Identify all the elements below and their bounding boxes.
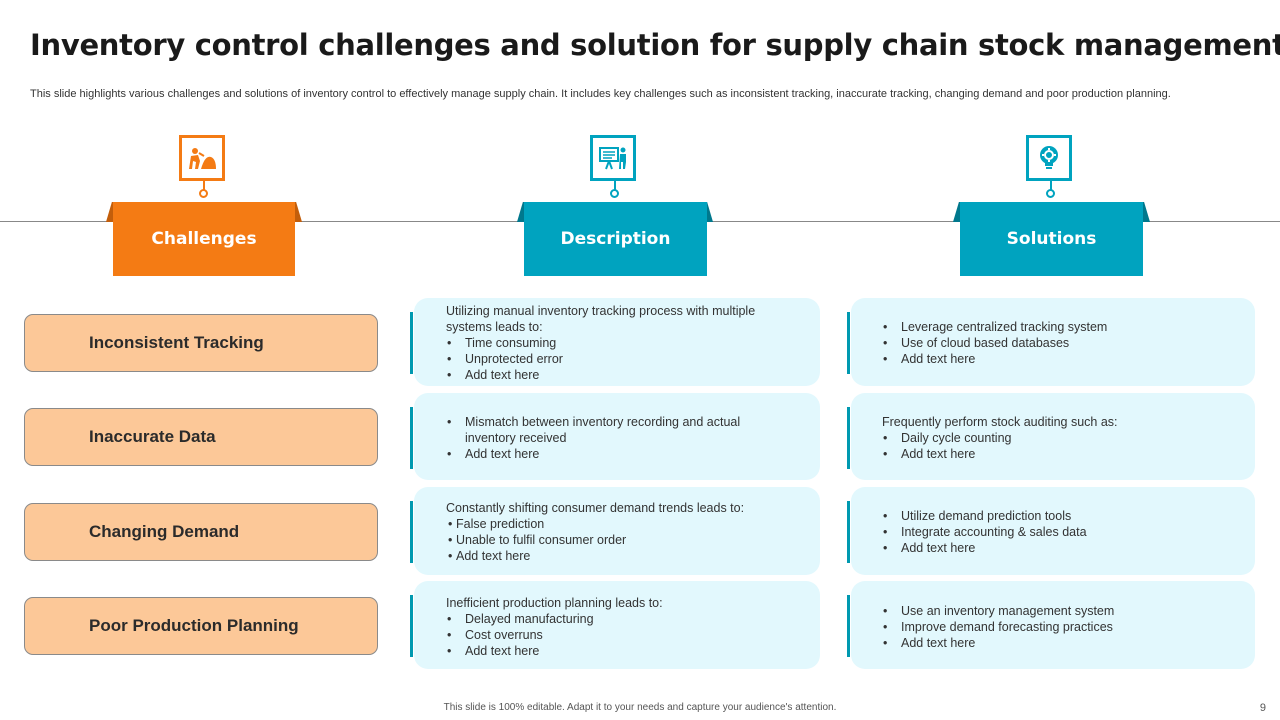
- bullet-item: Utilize demand prediction tools: [882, 508, 1237, 524]
- bullet-item: Add text here: [446, 367, 802, 383]
- solution-card: Leverage centralized tracking system Use…: [847, 298, 1255, 386]
- connector: [203, 181, 205, 195]
- bullet-item: Integrate accounting & sales data: [882, 524, 1237, 540]
- bullet-item: Add text here: [446, 548, 802, 564]
- description-header: Description: [524, 202, 707, 276]
- bullet-list: Mismatch between inventory recording and…: [446, 414, 776, 462]
- connector: [1050, 181, 1052, 195]
- accent-bar: [847, 501, 850, 563]
- description-card: Inefficient production planning leads to…: [410, 581, 820, 669]
- accent-bar: [410, 407, 413, 469]
- bullet-item: Use of cloud based databases: [882, 335, 1237, 351]
- bullet-item: Use an inventory management system: [882, 603, 1237, 619]
- description-card: Constantly shifting consumer demand tren…: [410, 487, 820, 575]
- bullet-list: Utilize demand prediction tools Integrat…: [882, 508, 1237, 556]
- card-intro: Frequently perform stock auditing such a…: [882, 415, 1118, 429]
- bullet-item: Add text here: [446, 446, 776, 462]
- connector-knob: [610, 189, 619, 198]
- bullet-item: Delayed manufacturing: [446, 611, 802, 627]
- slide-subtitle: This slide highlights various challenges…: [30, 88, 1171, 100]
- challenge-box: Changing Demand: [24, 503, 378, 561]
- bullet-item: Add text here: [882, 351, 1237, 367]
- bullet-list: Time consuming Unprotected error Add tex…: [446, 335, 802, 383]
- solution-card: Use an inventory management system Impro…: [847, 581, 1255, 669]
- footer-note: This slide is 100% editable. Adapt it to…: [443, 702, 837, 713]
- solutions-header: Solutions: [960, 202, 1143, 276]
- card-intro: Inefficient production planning leads to…: [446, 596, 663, 610]
- bullet-item: Cost overruns: [446, 627, 802, 643]
- accent-bar: [410, 595, 413, 657]
- card-intro: Utilizing manual inventory tracking proc…: [446, 304, 756, 334]
- bullet-item: False prediction: [446, 516, 802, 532]
- connector: [614, 181, 616, 195]
- bullet-item: Mismatch between inventory recording and…: [446, 414, 776, 446]
- bullet-list: Use an inventory management system Impro…: [882, 603, 1237, 651]
- solution-card: Utilize demand prediction tools Integrat…: [847, 487, 1255, 575]
- challenges-header: Challenges: [113, 202, 295, 276]
- connector-knob: [199, 189, 208, 198]
- challenge-box: Inconsistent Tracking: [24, 314, 378, 372]
- accent-bar: [410, 501, 413, 563]
- accent-bar: [847, 595, 850, 657]
- description-card: Mismatch between inventory recording and…: [410, 393, 820, 480]
- challenge-box: Inaccurate Data: [24, 408, 378, 466]
- accent-bar: [410, 312, 413, 374]
- bullet-item: Add text here: [882, 635, 1237, 651]
- card-intro: Constantly shifting consumer demand tren…: [446, 501, 745, 515]
- description-card: Utilizing manual inventory tracking proc…: [410, 298, 820, 386]
- solution-card: Frequently perform stock auditing such a…: [847, 393, 1255, 480]
- presentation-icon: [590, 135, 636, 181]
- connector-knob: [1046, 189, 1055, 198]
- bullet-item: Unable to fulfil consumer order: [446, 532, 802, 548]
- challenge-box: Poor Production Planning: [24, 597, 378, 655]
- bullet-item: Improve demand forecasting practices: [882, 619, 1237, 635]
- worker-icon: [179, 135, 225, 181]
- bullet-item: Add text here: [882, 540, 1237, 556]
- bullet-item: Add text here: [882, 446, 1237, 462]
- bullet-list: Delayed manufacturing Cost overruns Add …: [446, 611, 802, 659]
- slide-title: Inventory control challenges and solutio…: [30, 28, 1280, 62]
- lightbulb-gear-icon: [1026, 135, 1072, 181]
- bullet-item: Time consuming: [446, 335, 802, 351]
- page-number: 9: [1259, 702, 1266, 714]
- bullet-list: Leverage centralized tracking system Use…: [882, 319, 1237, 367]
- bullet-list: Daily cycle counting Add text here: [882, 430, 1237, 462]
- accent-bar: [847, 407, 850, 469]
- bullet-list: False prediction Unable to fulfil consum…: [446, 516, 802, 564]
- bullet-item: Leverage centralized tracking system: [882, 319, 1237, 335]
- bullet-item: Unprotected error: [446, 351, 802, 367]
- bullet-item: Daily cycle counting: [882, 430, 1237, 446]
- bullet-item: Add text here: [446, 643, 802, 659]
- accent-bar: [847, 312, 850, 374]
